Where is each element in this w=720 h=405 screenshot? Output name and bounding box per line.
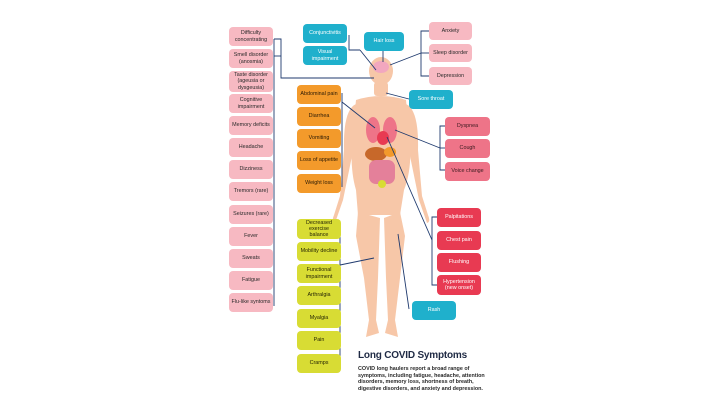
- symptom-dyspnea: Dyspnea: [445, 117, 490, 136]
- symptom-hypertension: Hypertension (new onset): [437, 275, 481, 295]
- diagram-title: Long COVID Symptoms: [358, 350, 467, 361]
- symptom-memory-deficits: Memory deficits: [229, 116, 273, 135]
- symptom-difficulty-concentrating: Difficulty concentrating: [229, 27, 273, 46]
- symptom-fever: Fever: [229, 227, 273, 246]
- symptom-cramps: Cramps: [297, 354, 341, 373]
- symptom-functional-impairment: Functional impairment: [297, 264, 341, 283]
- connector-lines: [273, 30, 445, 363]
- symptom-cough: Cough: [445, 139, 490, 158]
- symptom-hair-loss: Hair loss: [364, 32, 404, 51]
- symptom-loss-of-appetite: Loss of appetite: [297, 151, 341, 170]
- symptom-conjunctivitis: Conjunctivitis: [303, 24, 347, 43]
- symptom-dizziness: Dizziness: [229, 160, 273, 179]
- symptom-palpitations: Palpitations: [437, 208, 481, 227]
- symptom-arthralgia: Arthralgia: [297, 286, 341, 305]
- symptom-cognitive-impairment: Cognitive impairment: [229, 94, 273, 113]
- symptom-tremors: Tremors (rare): [229, 182, 273, 201]
- symptom-fatigue: Fatigue: [229, 271, 273, 290]
- symptom-chest-pain: Chest pain: [437, 231, 481, 250]
- symptom-taste-disorder: Taste disorder (ageusia or dysgeusia): [229, 71, 273, 92]
- diagram-description: COVID long haulers report a broad range …: [358, 366, 485, 392]
- symptom-seizures: Seizures (rare): [229, 205, 273, 224]
- symptom-voice-change: Voice change: [445, 162, 490, 181]
- symptom-flu-like: Flu-like syntoms: [229, 293, 273, 312]
- symptom-rash: Rash: [412, 301, 456, 320]
- symptom-myalgia: Myalgia: [297, 309, 341, 328]
- symptom-decreased-exercise-balance: Decreased exercise balance: [297, 219, 341, 239]
- symptom-headache: Headache: [229, 138, 273, 157]
- symptom-anxiety: Anxiety: [429, 22, 472, 40]
- symptom-depression: Depression: [429, 67, 472, 85]
- symptom-abdominal-pain: Abdominal pain: [297, 85, 341, 104]
- symptom-pain: Pain: [297, 331, 341, 350]
- symptom-diarrhea: Diarrhea: [297, 107, 341, 126]
- symptom-vomiting: Vomiting: [297, 129, 341, 148]
- symptom-sweats: Sweats: [229, 249, 273, 268]
- symptom-mobility-decline: Mobility decline: [297, 242, 341, 261]
- symptom-weight-loss: Weight loss: [297, 174, 341, 193]
- symptom-sore-throat: Sore throat: [409, 90, 453, 109]
- symptom-flushing: Flushing: [437, 253, 481, 272]
- symptom-smell-disorder: Smell disorder (anosmia): [229, 49, 273, 68]
- symptom-sleep-disorder: Sleep disorder: [429, 44, 472, 62]
- symptom-visual-impairment: Visual impairment: [303, 46, 347, 65]
